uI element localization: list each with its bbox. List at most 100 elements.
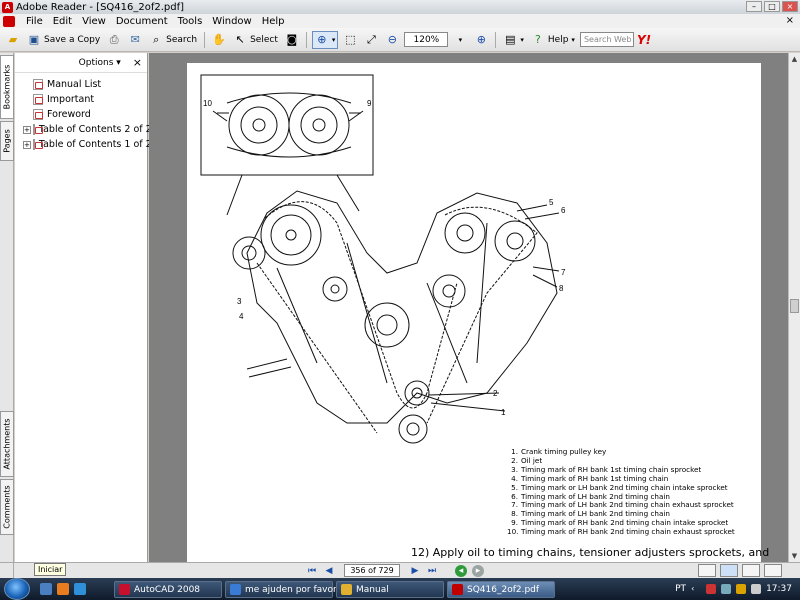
callout-3: 3 [237,297,242,306]
start-button[interactable] [4,578,30,600]
document-viewport[interactable]: 10 9 5 6 7 8 3 4 2 1 1.Crank timing pull… [149,53,788,562]
next-page-icon[interactable]: ▶ [411,565,419,576]
volume-icon[interactable] [751,584,762,594]
media-player-icon[interactable] [57,583,69,595]
menu-view[interactable]: View [82,15,106,27]
previous-view-icon[interactable]: ◂ [455,564,467,577]
document-close-icon[interactable]: × [785,15,794,26]
menu-file[interactable]: File [26,15,43,27]
first-page-icon[interactable]: ⏮ [307,565,317,576]
single-page-view-button[interactable] [698,564,716,577]
task-autocad[interactable]: AutoCAD 2008 [114,581,222,598]
legend-item: 2.Oil jet [507,455,735,466]
tray-expand-icon[interactable]: ‹ [691,584,695,593]
zoom-tool-button[interactable]: ⊕▾ [311,30,339,49]
bookmark-icon [33,109,43,120]
legend-text: Timing mark of RH bank 1st timing chain [521,473,669,483]
zoom-level-field[interactable]: 120% [404,32,449,47]
vertical-scrollbar[interactable]: ▲ ▼ [788,53,800,562]
search-web-input[interactable]: Search Web [579,32,634,47]
bookmark-item[interactable]: + Table of Contents 2 of 2 [15,122,152,137]
task-manual-folder[interactable]: Manual [336,581,444,598]
desktop-icon[interactable] [40,583,52,595]
browser-icon[interactable] [74,583,86,595]
language-indicator[interactable]: PT [675,584,687,594]
scroll-down-arrow[interactable]: ▼ [791,552,798,560]
open-button[interactable]: ▰ [4,31,22,49]
callout-4: 4 [239,312,244,321]
email-button[interactable]: ✉ [126,31,144,49]
tab-comments[interactable]: Comments [0,479,14,535]
hand-tool-button[interactable]: ✋ [210,31,228,49]
bookmark-icon [32,139,43,150]
start-tooltip: Iniciar [34,563,67,576]
continuous-view-button[interactable] [720,564,738,577]
antivirus-icon[interactable] [706,584,717,594]
tab-attachments[interactable]: Attachments [0,411,14,477]
fit-page-button[interactable]: ⤢ [362,31,380,49]
yahoo-logo[interactable]: Y! [636,32,652,47]
snapshot-button[interactable]: ◙ [283,31,301,49]
options-menu[interactable]: Options ▾ [78,57,121,68]
legend-number: 5. [511,482,518,492]
bookmark-item[interactable]: + Table of Contents 1 of 2 [15,137,152,152]
network-icon[interactable] [721,584,732,594]
bookmark-item[interactable]: Manual List [15,77,147,92]
shield-icon[interactable] [736,584,747,594]
close-panel-icon[interactable]: × [132,56,142,69]
binoculars-icon: ⌕ [153,32,160,46]
pdf-page: 10 9 5 6 7 8 3 4 2 1 1.Crank timing pull… [187,63,769,562]
zoom-out-button[interactable]: ⊖ [383,31,401,49]
zoom-in-button[interactable]: ⊕ [472,31,490,49]
zoom-in-tool-icon: ⊕ [317,33,327,46]
minimize-button[interactable]: – [746,1,762,12]
close-button[interactable]: × [782,1,798,12]
continuous-facing-view-button[interactable] [764,564,782,577]
previous-page-icon[interactable]: ◀ [325,565,333,576]
expand-icon[interactable]: + [23,125,31,134]
help-button[interactable]: ? Help▾ [529,31,577,49]
tab-bookmarks[interactable]: Bookmarks [0,55,14,119]
legend-text: Oil jet [521,455,543,465]
next-view-icon[interactable]: ▸ [472,564,484,577]
clock[interactable]: 17:37 [766,584,792,594]
scroll-thumb[interactable] [790,299,799,313]
legend-number: 7. [511,500,518,510]
legend-number: 1. [511,447,518,456]
maximize-button[interactable]: □ [764,1,780,12]
menu-window[interactable]: Window [212,15,252,27]
search-button[interactable]: ⌕ Search [147,31,199,49]
tab-pages[interactable]: Pages [0,121,14,161]
page-layout-button[interactable]: ▤▾ [505,33,524,46]
page-navigation-bar: Iniciar ⏮ ◀ 356 of 729 ▶ ⏭ ◂ ▸ [0,562,800,579]
task-adobe-reader[interactable]: SQ416_2of2.pdf [447,581,555,598]
menu-bar: File Edit View Document Tools Window Hel… [0,14,800,28]
facing-view-button[interactable] [742,564,760,577]
select-tool-button[interactable]: ↖ Select [231,31,280,49]
bookmarks-header: Options ▾ × [15,53,147,73]
actual-size-button[interactable]: ⬚ [341,31,359,49]
page-number-field[interactable]: 356 of 729 [344,564,400,577]
adobe-reader-icon: A [2,1,13,13]
print-button[interactable]: ⎙ [105,31,123,49]
task-browser[interactable]: me ajuden por favor... [225,581,344,598]
last-page-icon[interactable]: ⏭ [427,565,437,576]
scroll-up-arrow[interactable]: ▲ [791,55,798,63]
bookmark-item[interactable]: Foreword [15,107,147,122]
menu-help[interactable]: Help [261,15,285,27]
menu-document[interactable]: Document [115,15,168,27]
save-copy-button[interactable]: ▣ Save a Copy [25,31,102,49]
bookmark-label: Foreword [47,109,91,120]
task-label: SQ416_2of2.pdf [467,584,540,595]
callout-6: 6 [561,206,566,215]
plus-circle-icon: ⊕ [476,33,486,46]
tab-attachments-label: Attachments [2,418,12,470]
zoom-dropdown[interactable]: ▾ [451,31,469,49]
menu-tools[interactable]: Tools [177,15,203,27]
document-menu-icon[interactable] [3,15,15,27]
expand-icon[interactable]: + [23,140,31,149]
tab-bookmarks-label: Bookmarks [2,64,12,110]
panel-toggle[interactable] [0,563,14,579]
menu-edit[interactable]: Edit [52,15,73,27]
bookmark-item[interactable]: Important [15,92,147,107]
